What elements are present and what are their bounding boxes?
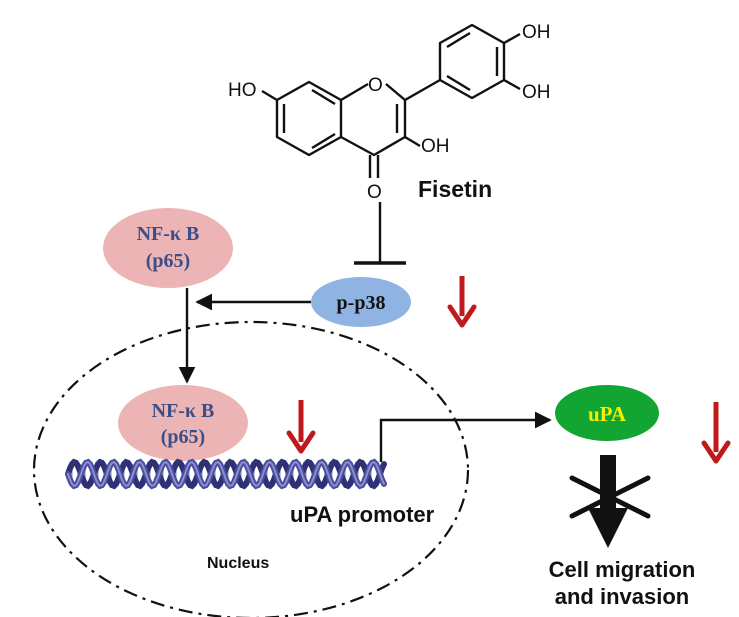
oh3p-bond: [503, 78, 521, 91]
oh3-bond: [404, 135, 421, 148]
nfkb-cytoplasm-line2: (p65): [146, 250, 190, 272]
dna-helix: [65, 458, 387, 490]
ho-label: HO: [228, 80, 257, 101]
ring-a-double-3: [311, 132, 336, 150]
ring-a-double-2: [311, 88, 336, 106]
ring-oxygen-label: O: [368, 75, 383, 96]
nfkb-nucleus-line1: NF-κ B: [152, 400, 215, 422]
dna-strand: [67, 460, 385, 488]
oh-4p-label: OH: [522, 22, 551, 43]
pp38-label: p-p38: [337, 292, 386, 314]
oh-3p-label: OH: [522, 82, 551, 103]
nfkb-down-arrow: [286, 400, 316, 454]
ho-bond: [261, 89, 278, 102]
pp38-node: [311, 277, 411, 327]
ring-a: [275, 80, 343, 157]
pp38-down-arrow: [447, 276, 477, 328]
nfkb-nucleus-node: [118, 385, 248, 461]
ring-b: [438, 23, 506, 100]
upa-label: uPA: [588, 402, 627, 426]
keto-oxygen-label: O: [367, 182, 382, 203]
fisetin-label: Fisetin: [418, 176, 492, 202]
fisetin-structure: [261, 23, 521, 178]
ring-link: [404, 78, 441, 102]
upa-node: [555, 385, 659, 441]
nucleus-label: Nucleus: [207, 555, 269, 572]
ring-c: [340, 82, 369, 102]
outcome-line1: Cell migration: [549, 557, 696, 582]
nfkb-cytoplasm-node: [103, 208, 233, 288]
outcome-line2: and invasion: [555, 584, 689, 609]
ring-b-double-3: [446, 74, 471, 92]
block-x-icon: [569, 475, 651, 519]
oh4p-bond: [503, 32, 521, 45]
nfkb-cytoplasm-line1: NF-κ B: [137, 223, 200, 245]
nucleus-boundary: [32, 320, 470, 617]
ring-b-double-1: [446, 31, 471, 49]
promoter-to-upa-arrow: [379, 411, 552, 462]
upa-down-arrow: [701, 402, 731, 464]
nfkb-nucleus-line2: (p65): [161, 426, 205, 448]
oh-3-label: OH: [421, 136, 450, 157]
upa-promoter-label: uPA promoter: [290, 502, 435, 527]
